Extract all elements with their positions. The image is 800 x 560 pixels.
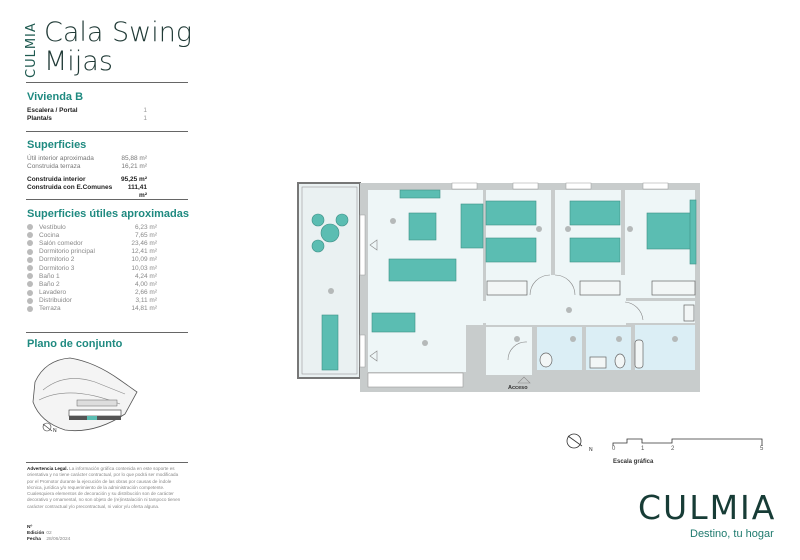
room-item: Lavadero 2,66 m² [27,289,187,297]
room-dot-icon [27,297,33,304]
room-area: 10,03 m² [131,264,157,272]
room-area: 6,23 m² [134,223,157,231]
divider [26,82,188,83]
room-dot-icon [27,289,33,296]
room-name: Baño 1 [39,272,60,280]
room-dot-icon [27,224,33,231]
tagline: Destino, tu hogar [690,528,774,540]
room-name: Cocina [39,231,60,239]
culmia-logo: CULMIA [638,488,777,527]
room-item: Baño 2 4,00 m² [27,280,187,288]
room-dot-icon [27,232,33,239]
room-name: Salón comedor [39,239,83,247]
room-name: Dormitorio principal [39,248,95,256]
divider [26,462,188,463]
room-area: 23,46 m² [131,239,157,247]
room-area: 3,11 m² [135,297,157,305]
room-item: Dormitorio 3 10,03 m² [27,264,187,272]
edition-info: Nº Edición 02 Fecha 28/06/2024 [27,525,71,542]
room-name: Baño 2 [39,280,60,288]
compass-north-icon [566,433,583,449]
room-area: 2,66 m² [134,289,157,297]
scale-label: Escala gráfica [613,459,654,465]
room-name: Lavadero [39,289,67,297]
room-item: Cocina 7,65 m² [27,231,187,239]
scale-tick: 0 [612,446,616,452]
room-dot-icon [27,248,33,255]
room-item: Distribuidor 3,11 m² [27,297,187,305]
scale-tick: 5 [760,446,764,452]
divider [26,332,188,333]
site-plan [32,357,138,432]
room-area: 4,00 m² [134,280,157,288]
room-dot-icon [27,256,33,263]
scale-tick: 2 [671,446,675,452]
room-area: 12,41 m² [131,248,157,256]
room-item: Terraza 14,81 m² [27,305,187,313]
utiles-title: Superficies útiles aproximadas [27,208,190,220]
room-item: Dormitorio principal 12,41 m² [27,248,187,256]
divider [26,131,188,132]
room-dot-icon [27,281,33,288]
room-item: Vestíbulo 6,23 m² [27,223,187,231]
room-area: 10,09 m² [131,256,157,264]
room-dot-icon [27,305,33,312]
room-area: 7,65 m² [134,231,157,239]
plan-north-label: N [589,447,593,453]
divider [26,199,188,200]
room-dot-icon [27,273,33,280]
scale-tick: 1 [641,446,645,452]
room-name: Dormitorio 3 [39,264,75,272]
legal-notice: Advertencia Legal. La información gráfic… [27,466,181,509]
vivienda-title: Vivienda B [27,91,84,103]
floor-plan [297,182,700,392]
north-label: N [53,428,57,434]
superficies-title: Superficies [27,139,87,151]
room-area: 4,24 m² [134,272,157,280]
room-item: Baño 1 4,24 m² [27,272,187,280]
scale-bar [612,438,763,446]
room-name: Distribuidor [39,297,72,305]
brand-vertical: CULMIA [24,22,39,78]
room-item: Dormitorio 2 10,09 m² [27,256,187,264]
room-area: 14,81 m² [131,305,157,313]
room-dot-icon [27,265,33,272]
room-name: Vestíbulo [39,223,66,231]
room-name: Dormitorio 2 [39,256,75,264]
room-dot-icon [27,240,33,247]
conjunto-title: Plano de conjunto [27,338,123,350]
room-name: Terraza [39,305,61,313]
access-label: Acceso [508,385,528,391]
room-item: Salón comedor 23,46 m² [27,239,187,247]
